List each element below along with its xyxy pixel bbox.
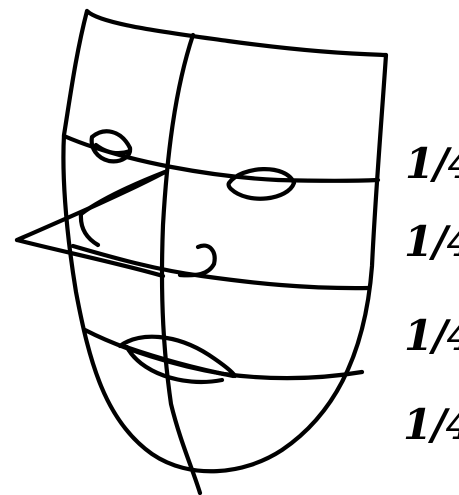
fraction-text-1: 1/4 bbox=[405, 139, 459, 188]
fraction-label-1: 1/4 bbox=[405, 139, 459, 188]
right-eye bbox=[229, 169, 294, 199]
fraction-text-4: 1/4 bbox=[403, 400, 459, 449]
left-eye-bottom bbox=[96, 145, 130, 153]
fraction-text-2: 1/4 bbox=[404, 217, 459, 266]
fraction-label-4: 1/4 bbox=[403, 400, 459, 449]
nose-inner-line bbox=[81, 172, 165, 245]
mouth-upper-lip bbox=[120, 337, 235, 376]
fraction-text-3: 1/4 bbox=[404, 311, 459, 360]
face-outline bbox=[63, 11, 386, 471]
nostril-curve bbox=[180, 246, 215, 276]
guide-line-mouth bbox=[85, 330, 362, 378]
nose-lower-line bbox=[17, 240, 163, 276]
guide-line-nose bbox=[73, 246, 369, 288]
guide-line-eyes bbox=[64, 136, 378, 181]
fraction-label-2: 1/4 bbox=[404, 217, 459, 266]
fraction-label-3: 1/4 bbox=[404, 311, 459, 360]
center-guide-line bbox=[162, 35, 200, 493]
